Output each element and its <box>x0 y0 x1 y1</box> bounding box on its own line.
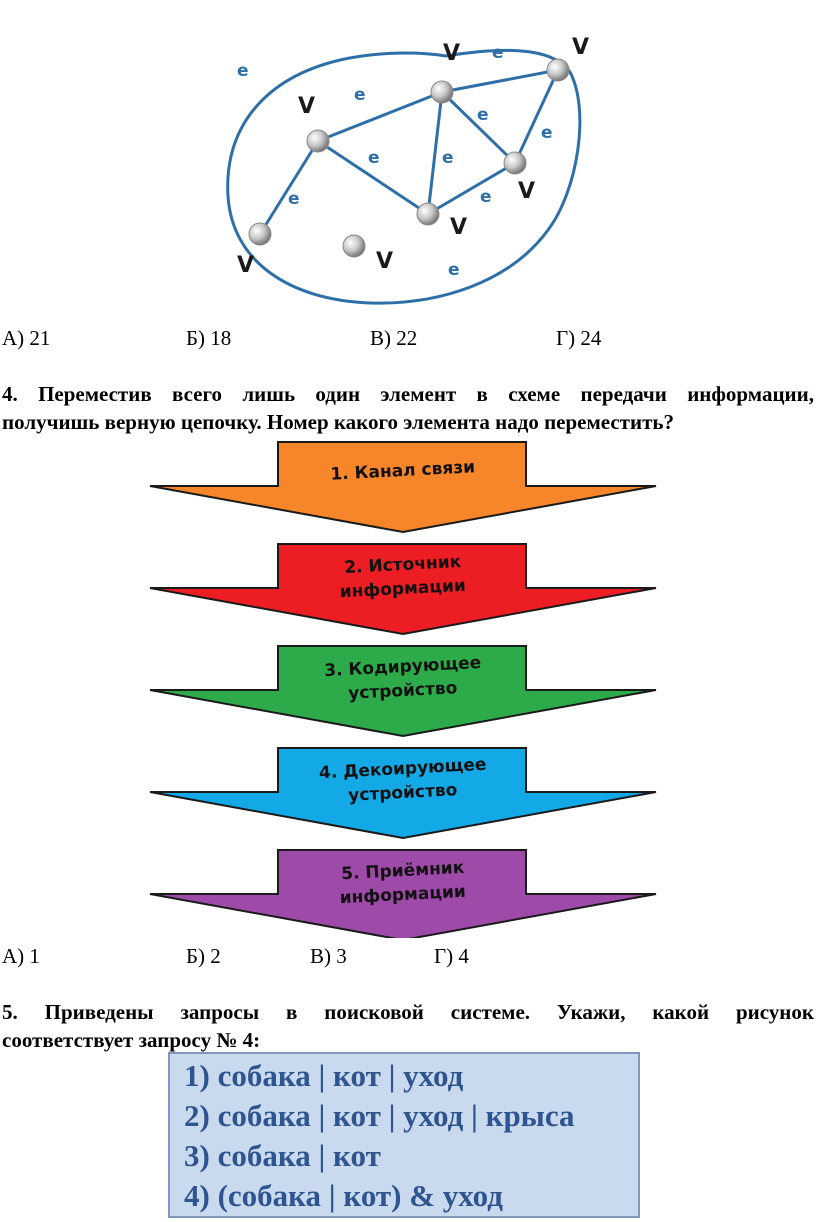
edge-label: e <box>480 187 492 207</box>
graph-edge <box>441 68 559 94</box>
graph-edge <box>258 140 320 235</box>
edge-label: e <box>368 148 380 168</box>
q4-option-b: Б) 2 <box>186 944 221 968</box>
q5-question: 5. Приведены запросы в поисковой системе… <box>2 998 814 1054</box>
q4-question-line-1: 4. Переместив всего лишь один элемент в … <box>2 382 814 406</box>
q3-option-a: А) 21 <box>2 326 51 350</box>
graph-vertex <box>306 129 330 153</box>
vertex-label: V <box>443 41 460 66</box>
q3-option-d: Г) 24 <box>556 326 602 350</box>
q3-option-c: В) 22 <box>370 326 418 350</box>
vertex-label: V <box>572 35 589 60</box>
arrow-4 <box>149 747 657 840</box>
graph-figure: V V V V V V V e e e e e e e e e e <box>226 35 589 305</box>
graph-vertex <box>546 58 570 82</box>
edge-label: e <box>288 189 300 209</box>
graph-edge <box>440 90 517 165</box>
graph-vertex <box>416 202 440 226</box>
vertex-label: V <box>237 253 254 278</box>
graph-vertex <box>430 80 454 104</box>
q3-option-b: Б) 18 <box>186 326 232 350</box>
graph-edge <box>317 90 443 143</box>
vertex-label: V <box>298 94 315 119</box>
edge-label: e <box>237 61 249 81</box>
query-1: 1) собака | кот | уход <box>184 1058 464 1093</box>
graph-boundary <box>226 48 582 305</box>
search-queries-box: 1) собака | кот | уход 2) собака | кот |… <box>168 1052 640 1218</box>
arrow-1 <box>149 441 657 534</box>
q5-question-line-2: соответствует запросу № 4: <box>2 1028 261 1052</box>
edge-label: e <box>442 148 454 168</box>
graph-vertex <box>503 151 527 175</box>
q4-option-a: А) 1 <box>2 944 40 968</box>
arrow-5 <box>149 849 657 938</box>
edge-label: e <box>492 43 504 63</box>
query-2: 2) собака | кот | уход | крыса <box>184 1098 575 1133</box>
query-3: 3) собака | кот <box>184 1138 381 1173</box>
edge-label: e <box>541 123 553 143</box>
graph-vertex <box>248 222 272 246</box>
q4-question-line-2: получишь верную цепочку. Номер какого эл… <box>2 410 675 434</box>
q4-question: 4. Переместив всего лишь один элемент в … <box>2 380 814 436</box>
graph-edge <box>427 161 516 216</box>
q4-option-c: В) 3 <box>310 944 347 968</box>
edge-label: e <box>448 260 460 280</box>
graph-edge <box>513 69 560 164</box>
vertex-label: V <box>376 249 393 274</box>
edge-label: e <box>354 85 366 105</box>
q4-option-d: Г) 4 <box>434 944 469 968</box>
arrow-2 <box>149 543 657 636</box>
q5-question-line-1: 5. Приведены запросы в поисковой системе… <box>2 1000 814 1024</box>
vertex-label: V <box>518 179 535 204</box>
vertex-label: V <box>450 215 467 240</box>
edge-label: e <box>477 105 489 125</box>
graph-edge <box>426 91 444 215</box>
graph-edge <box>317 139 429 216</box>
query-4: 4) (собака | кот) & уход <box>184 1178 503 1213</box>
graph-vertex <box>342 234 366 258</box>
arrow-3 <box>149 645 657 738</box>
